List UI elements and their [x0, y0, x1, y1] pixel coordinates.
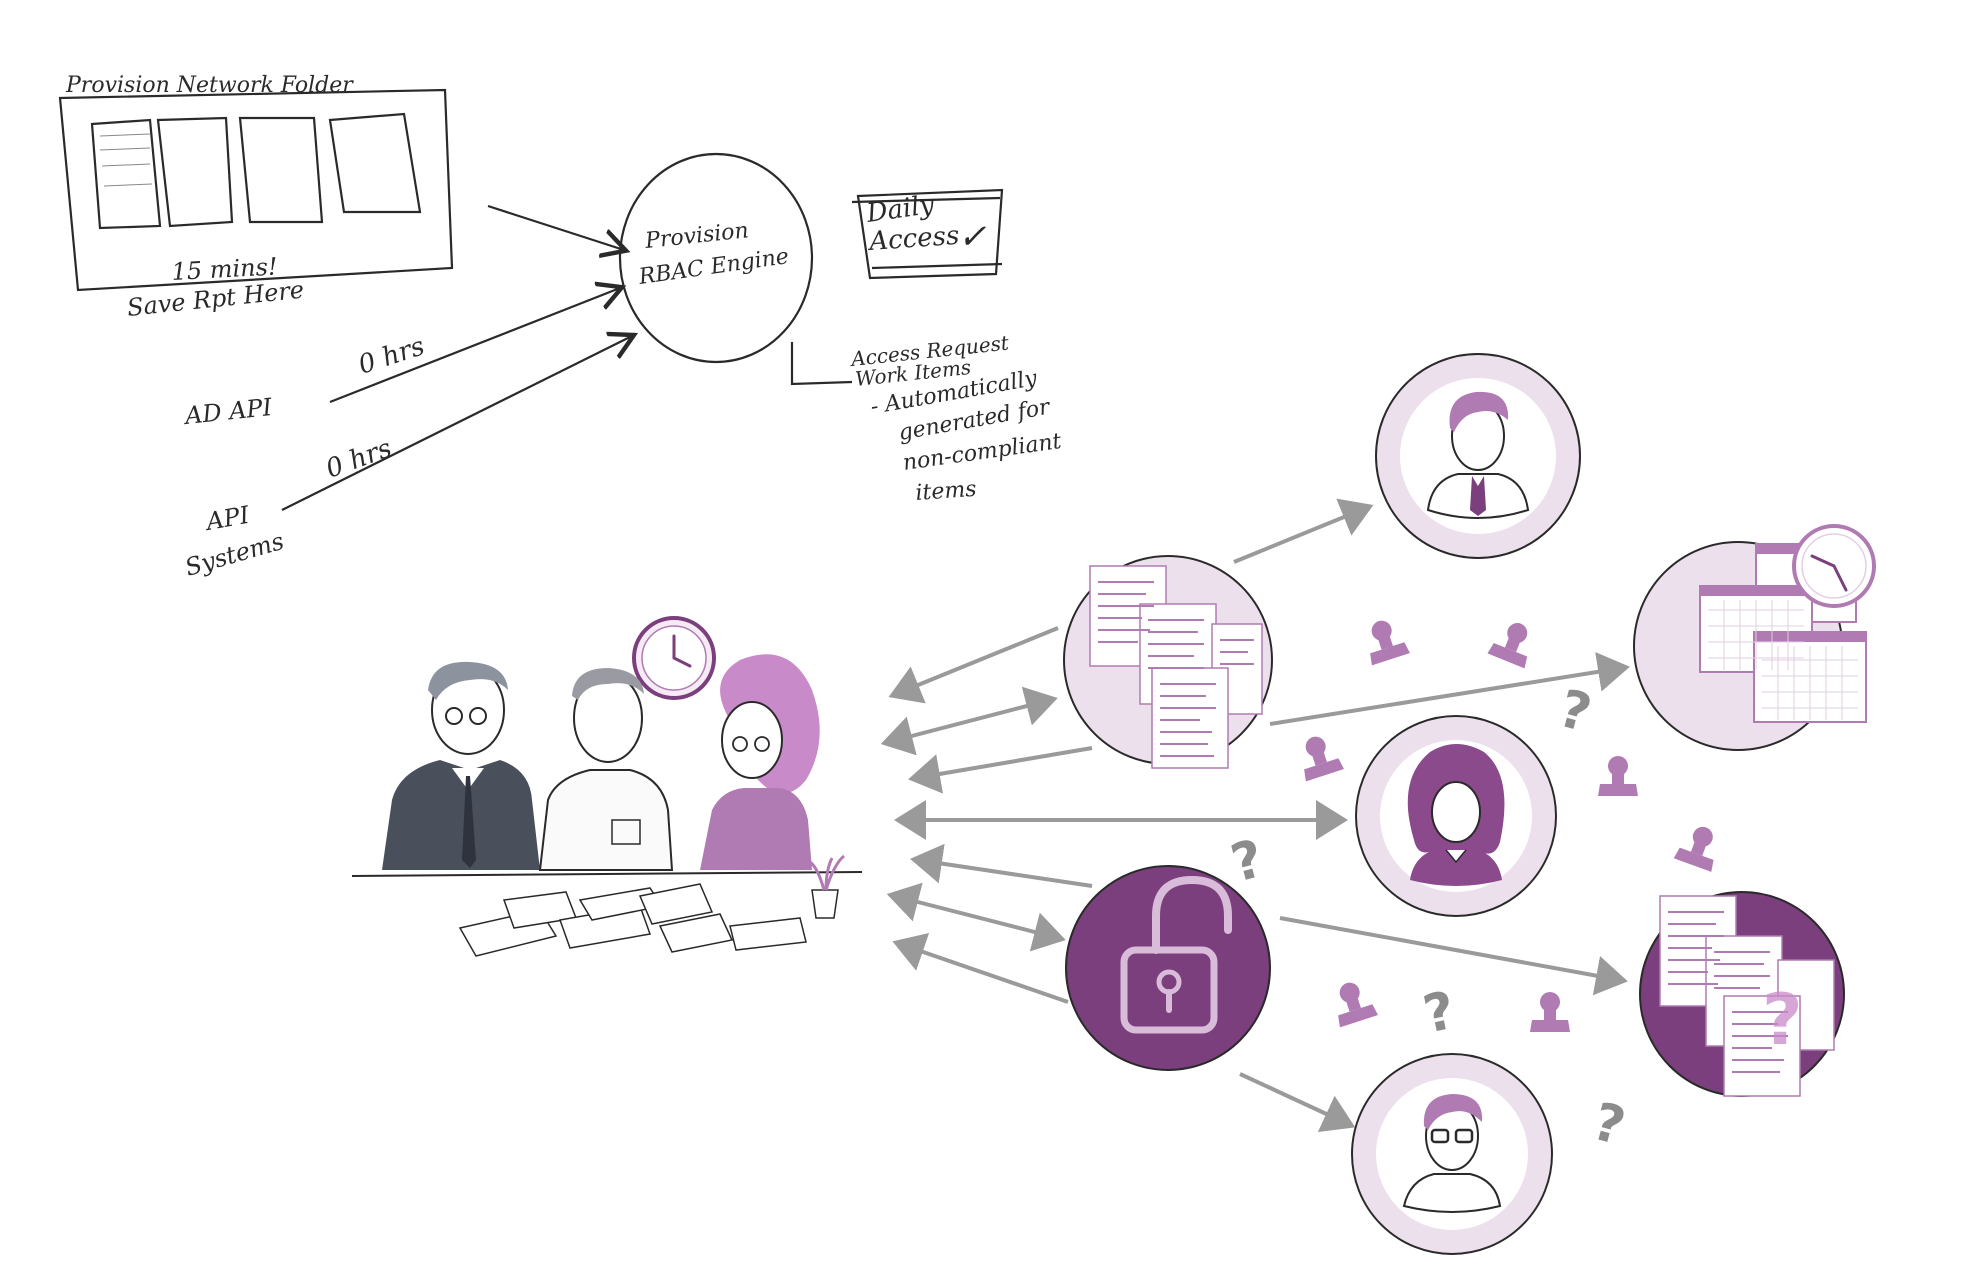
man-glasses-avatar-icon — [1351, 1053, 1553, 1255]
man-tie-avatar-icon — [1375, 353, 1581, 559]
calendar-clock-icon — [1633, 524, 1876, 751]
ad-api-label: AD API — [182, 393, 274, 430]
team-at-table-illustration — [351, 616, 863, 957]
question-mark: ? — [1418, 981, 1460, 1046]
engine-line-1: Provision — [643, 218, 750, 254]
unlock-padlock-icon — [1065, 865, 1271, 1071]
flow-arrows — [880, 498, 1630, 1133]
plant-pot-icon — [809, 854, 845, 919]
wall-clock-icon — [632, 616, 716, 700]
engine-circle — [618, 152, 814, 364]
api-systems-line-1: API — [202, 501, 252, 536]
sketch-arrows — [281, 204, 1003, 511]
folder-time: 15 mins! — [171, 252, 278, 286]
man-in-shirt-figure — [538, 668, 674, 871]
question-mark: ? — [1225, 829, 1270, 895]
question-mark: ? — [1762, 979, 1803, 1061]
documents-question-icon: ? — [1639, 891, 1845, 1097]
access-line-6: items — [915, 477, 978, 506]
folder-title: Provision Network Folder — [65, 73, 354, 98]
woman-avatar-icon — [1355, 715, 1557, 917]
documents-stack-icon — [1063, 555, 1273, 769]
woman-figure — [700, 654, 820, 870]
question-mark: ? — [1587, 1092, 1632, 1158]
daily-access-box — [851, 188, 1004, 280]
api-systems-line-2: Systems — [182, 527, 287, 582]
man-in-suit-figure — [382, 661, 540, 870]
daily-line-2: Access — [866, 221, 960, 257]
sketch-folder-box — [58, 88, 454, 292]
ad-api-time: 0 hrs — [355, 331, 428, 380]
daily-check: ✓ — [958, 217, 987, 257]
question-mark: ? — [1553, 679, 1598, 745]
api-systems-time: 0 hrs — [322, 433, 396, 484]
